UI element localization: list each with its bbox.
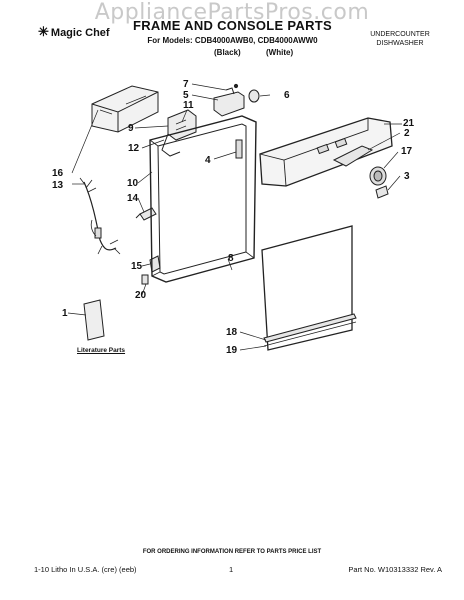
watermark: AppliancePartsPros.com — [94, 0, 370, 25]
product-type-line-1: UNDERCOUNTER — [370, 31, 430, 38]
callout-8: 8 — [228, 253, 234, 264]
callout-7: 7 — [183, 79, 189, 90]
console-panel — [259, 117, 393, 187]
bracket-part — [161, 109, 197, 157]
knob-part — [369, 166, 387, 186]
footer-page-number: 1 — [229, 565, 234, 574]
switch-part — [135, 207, 157, 221]
callout-2: 2 — [404, 128, 410, 139]
ordering-note: FOR ORDERING INFORMATION REFER TO PARTS … — [142, 549, 322, 555]
callout-9: 9 — [128, 123, 134, 134]
callout-20: 20 — [135, 290, 147, 301]
ring-part — [248, 89, 260, 103]
overlay-part — [332, 145, 374, 167]
callout-14: 14 — [127, 193, 139, 204]
bottom-trim — [263, 313, 357, 347]
callout-10: 10 — [127, 178, 139, 189]
brand-logo: ✳Magic Chef — [38, 24, 110, 40]
product-type-line-2: DISHWASHER — [376, 40, 424, 47]
callout-4: 4 — [205, 155, 211, 166]
callout-21: 21 — [403, 118, 415, 129]
callout-6: 6 — [284, 90, 290, 101]
literature-pack — [83, 299, 105, 341]
door-panel — [261, 225, 353, 351]
small-clip-part — [141, 274, 149, 285]
color-white-label: (White) — [266, 48, 294, 57]
footer-litho: 1-10 Litho In U.S.A. (cre) (eeb) — [34, 565, 137, 574]
callout-11: 11 — [183, 100, 194, 111]
button-part — [375, 185, 389, 199]
callout-5: 5 — [183, 90, 189, 101]
literature-parts-label: Literature Parts — [77, 347, 126, 354]
callout-19: 19 — [226, 345, 238, 356]
top-bracket — [213, 83, 245, 117]
callout-3: 3 — [404, 171, 410, 182]
wire-harness — [79, 177, 121, 255]
callout-16: 16 — [52, 168, 64, 179]
product-type: UNDERCOUNTER DISHWASHER — [360, 30, 440, 48]
callout-17: 17 — [401, 146, 413, 157]
star-icon: ✳ — [38, 24, 49, 39]
brand-name: Magic Chef — [50, 27, 110, 39]
footer-part-number: Part No. W10313332 Rev. A — [348, 565, 442, 574]
control-box-bracket — [91, 85, 159, 133]
callout-18: 18 — [226, 327, 238, 338]
color-black-label: (Black) — [214, 48, 241, 57]
models-line: For Models: CDB4000AWB0, CDB4000AWW0 — [147, 36, 318, 45]
callout-15: 15 — [131, 261, 143, 272]
callout-13: 13 — [52, 180, 64, 191]
callout-12: 12 — [128, 143, 140, 154]
door-frame — [149, 115, 257, 283]
callout-1: 1 — [62, 308, 68, 319]
leader-lines — [67, 83, 402, 351]
page-title: FRAME AND CONSOLE PARTS — [132, 18, 332, 33]
